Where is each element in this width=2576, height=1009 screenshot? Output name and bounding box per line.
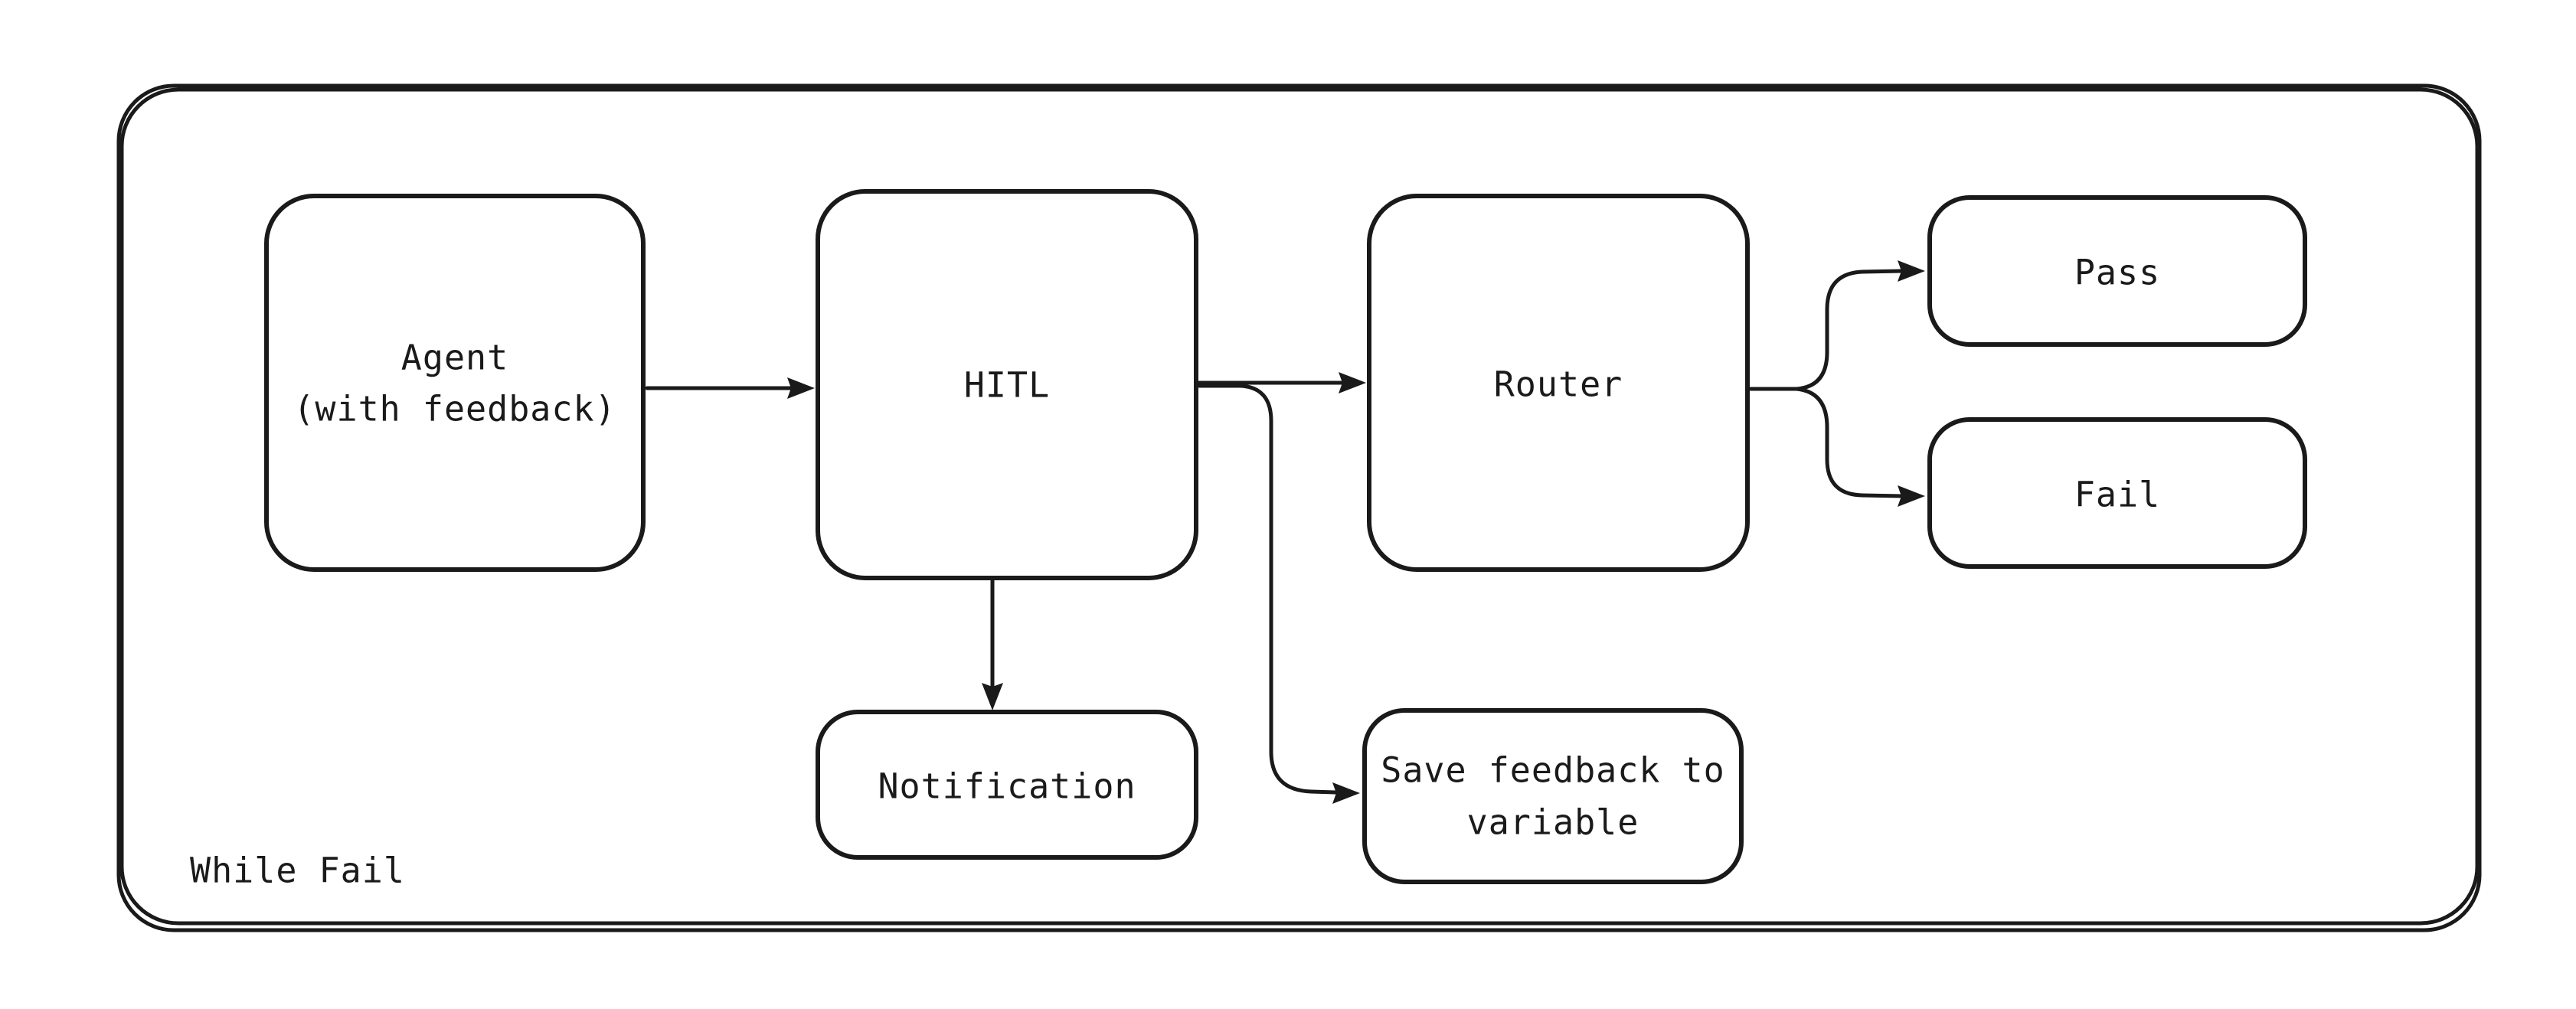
node-agent-label-line2: (with feedback) [293, 389, 616, 429]
node-notification: Notification [816, 710, 1198, 860]
node-hitl-box [816, 189, 1198, 580]
edge-hitl-router [1197, 372, 1366, 393]
edge-hitl-notification-arrowhead-icon [982, 683, 1003, 710]
node-fail-box [1927, 417, 2307, 569]
edges-layer [645, 260, 1925, 804]
node-hitl-label: HITL [964, 365, 1050, 406]
node-hitl: HITL [816, 189, 1198, 580]
edge-router-pass-arrowhead-icon [1898, 260, 1925, 282]
node-notification-label: Notification [878, 766, 1136, 807]
node-save-feedback-label-line1: Save feedback to [1381, 750, 1724, 791]
node-notification-box [816, 710, 1198, 860]
container-label: While Fail [190, 851, 405, 891]
edge-hitl-router-arrowhead-icon [1339, 372, 1366, 393]
edge-router-fail-line [1794, 387, 1904, 498]
edge-agent-hitl-arrowhead-icon [787, 377, 815, 399]
container-outline [116, 83, 2482, 932]
node-save-feedback-label-line2: variable [1467, 802, 1639, 843]
edge-hitl-save-feedback [1197, 384, 1360, 804]
edge-router-pass-line [1748, 269, 1904, 391]
node-agent: Agent (with feedback) [264, 194, 646, 572]
node-pass: Pass [1927, 195, 2307, 347]
edge-router-fail-arrowhead-icon [1898, 485, 1925, 507]
node-save-feedback: Save feedback to variable [1362, 708, 1744, 884]
node-fail: Fail [1927, 417, 2307, 569]
node-router: Router [1367, 194, 1750, 572]
edge-router-fail [1794, 387, 1925, 507]
node-router-box [1367, 194, 1750, 572]
node-fail-label: Fail [2074, 475, 2160, 515]
edge-router-pass [1748, 260, 1925, 391]
node-agent-box [264, 194, 646, 572]
edge-hitl-notification [982, 577, 1003, 710]
edge-hitl-save-feedback-line [1197, 384, 1338, 795]
nodes-layer: Agent (with feedback) HITL Router Pass F… [264, 189, 2307, 884]
node-router-label: Router [1494, 364, 1623, 405]
edge-agent-hitl [645, 377, 815, 399]
node-save-feedback-box [1362, 708, 1744, 884]
node-agent-label-line1: Agent [401, 338, 508, 378]
container-outline-overdraw [119, 87, 2480, 926]
while-fail-container: While Fail [116, 83, 2482, 932]
node-pass-label: Pass [2074, 253, 2160, 293]
node-pass-box [1927, 195, 2307, 347]
edge-hitl-save-feedback-arrowhead-icon [1332, 782, 1360, 804]
